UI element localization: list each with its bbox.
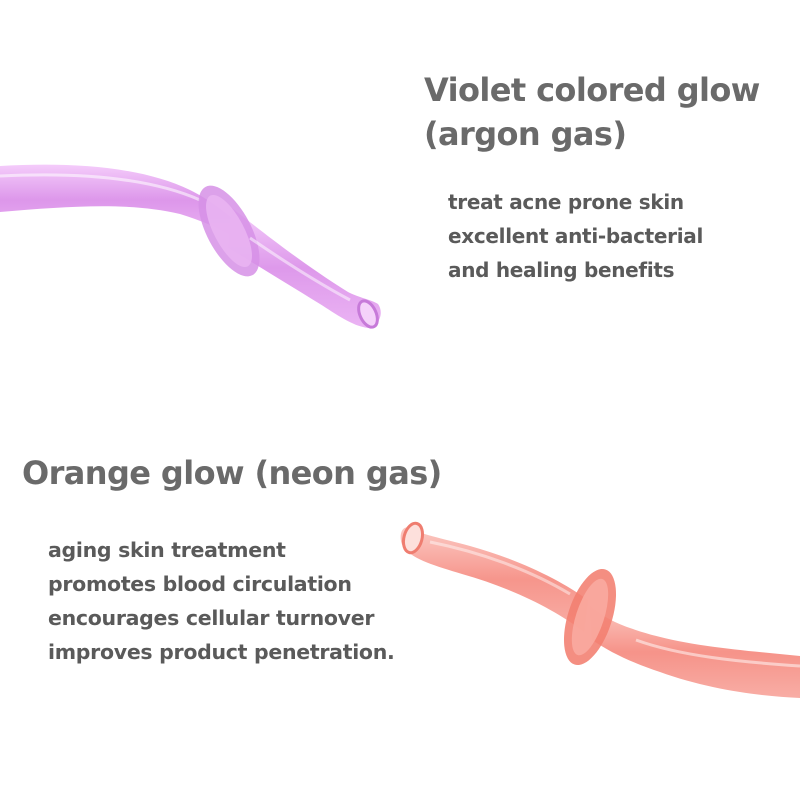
violet-benefit-item: treat acne prone skin	[448, 190, 684, 214]
orange-benefit-item: encourages cellular turnover	[48, 606, 375, 630]
orange-benefit-item: promotes blood circulation	[48, 572, 352, 596]
orange-glow-heading: Orange glow (neon gas)	[22, 451, 442, 495]
orange-benefit-item: improves product penetration.	[48, 640, 395, 664]
orange-heading-text: Orange glow (neon gas)	[22, 454, 442, 492]
orange-benefit-item: aging skin treatment	[48, 538, 286, 562]
violet-benefit-item: and healing benefits	[448, 258, 675, 282]
violet-argon-electrode	[0, 164, 381, 329]
violet-benefits-list: treat acne prone skin excellent anti-bac…	[448, 185, 703, 287]
orange-benefits-list: aging skin treatment promotes blood circ…	[48, 533, 395, 669]
violet-glow-heading: Violet colored glow (argon gas)	[424, 68, 760, 156]
violet-heading-line1: Violet colored glow	[424, 71, 760, 109]
orange-neon-electrode	[400, 521, 800, 698]
violet-heading-line2: (argon gas)	[424, 115, 627, 153]
violet-benefit-item: excellent anti-bacterial	[448, 224, 704, 248]
